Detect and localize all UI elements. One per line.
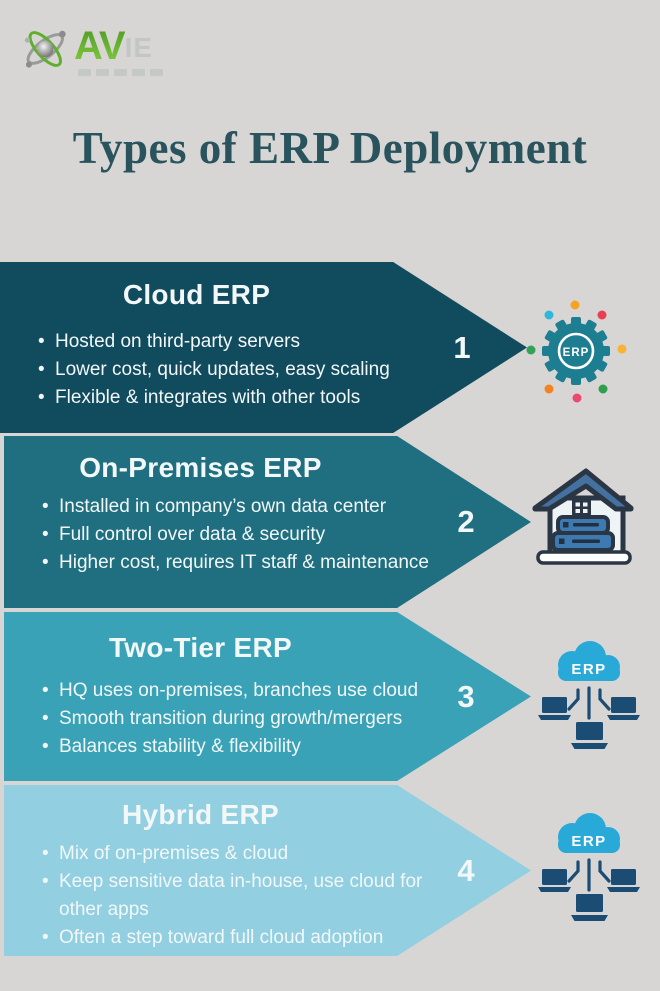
bullet-item: Smooth transition during growth/mergers	[42, 705, 434, 733]
section-bullet-list: Hosted on third-party serversLower cost,…	[0, 328, 430, 412]
section-title: Two-Tier ERP	[108, 632, 293, 663]
section-bullet-list: Installed in company’s own data centerFu…	[4, 493, 434, 577]
section-title: On-Premises ERP	[79, 452, 322, 483]
section-bullet-list: HQ uses on-premises, branches use cloudS…	[4, 677, 434, 761]
bullet-item: Full control over data & security	[42, 521, 434, 549]
hybrid-cloud-network-icon: ERP	[533, 810, 643, 940]
section-title: Hybrid ERP	[121, 799, 280, 830]
page-title: Types of ERP Deployment	[72, 123, 588, 173]
cloud-erp-label: ERP	[571, 661, 606, 678]
bullet-item: Flexible & integrates with other tools	[38, 384, 430, 412]
section-bullet-list: Mix of on-premises & cloudKeep sensitive…	[4, 840, 434, 952]
bullet-item: Lower cost, quick updates, easy scaling	[38, 356, 430, 384]
section-number: 4	[457, 852, 475, 888]
section-number: 1	[453, 329, 471, 365]
cloud-erp-label: ERP	[571, 833, 606, 850]
bullet-item: Higher cost, requires IT staff & mainten…	[42, 549, 434, 577]
logo-tagline	[78, 69, 163, 76]
bullet-item: Installed in company’s own data center	[42, 493, 434, 521]
bullet-item: Mix of on-premises & cloud	[42, 840, 434, 868]
section-number: 3	[457, 678, 475, 714]
logo-text-primary: AV	[74, 24, 126, 68]
on-premises-house-icon	[528, 462, 638, 587]
section-title: Cloud ERP	[122, 279, 271, 310]
atom-logo-icon	[24, 30, 66, 68]
gear-erp-label: ERP	[563, 347, 590, 359]
section-banner-two-tier-erp: Two-Tier ERP HQ uses on-premises, branch…	[4, 612, 531, 781]
cloud-erp-gear-icon: ERP	[523, 292, 633, 417]
bullet-item: Balances stability & flexibility	[42, 733, 434, 761]
section-banner-hybrid-erp: Hybrid ERP Mix of on-premises & cloudKee…	[4, 785, 531, 956]
logo-text-secondary: IE	[124, 32, 154, 63]
bullet-item: Often a step toward full cloud adoption	[42, 924, 434, 952]
brand-logo: AV IE	[20, 20, 190, 90]
bullet-item: Hosted on third-party servers	[38, 328, 430, 356]
section-banner-cloud-erp: Cloud ERP Hosted on third-party serversL…	[0, 262, 527, 433]
bullet-item: HQ uses on-premises, branches use cloud	[42, 677, 434, 705]
bullet-item: Keep sensitive data in-house, use cloud …	[42, 868, 434, 924]
two-tier-cloud-network-icon: ERP	[533, 638, 643, 768]
section-number: 2	[457, 504, 475, 539]
section-banner-on-premises-erp: On-Premises ERP Installed in company’s o…	[4, 436, 531, 608]
